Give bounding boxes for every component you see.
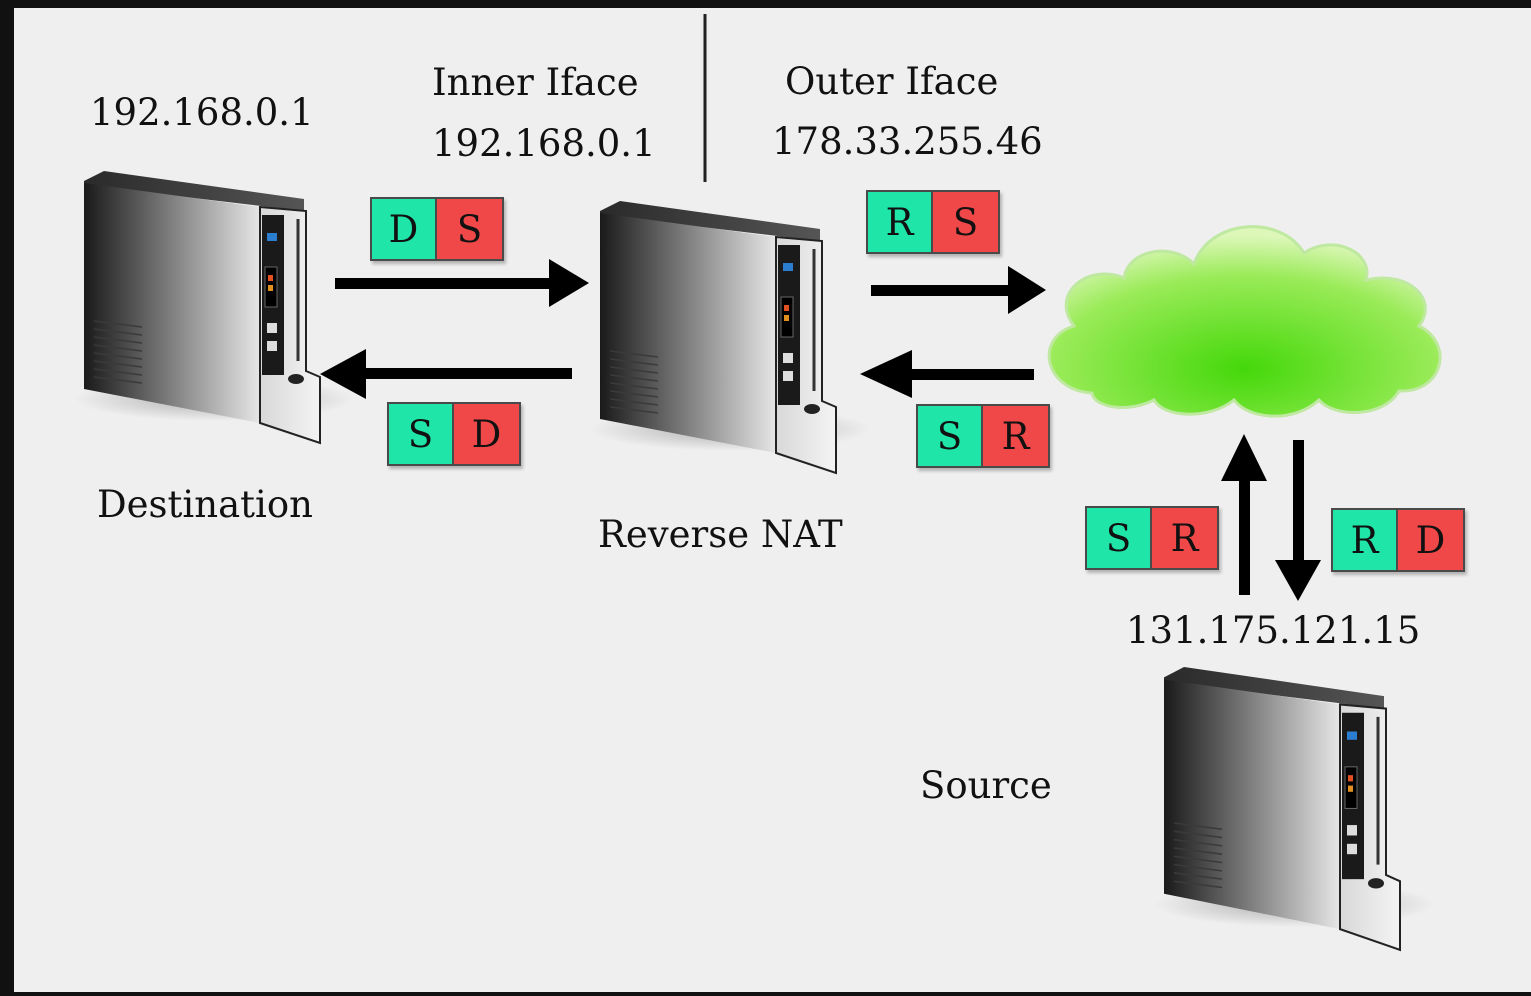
arrow-icon (320, 259, 1321, 601)
packet-payload-cell: D (454, 402, 521, 466)
server-icon (588, 199, 872, 475)
inner-iface-ip: 192.168.0.1 (432, 122, 656, 165)
server-icon (72, 169, 356, 445)
packet-nat-to-dest: S D (387, 402, 521, 466)
packet-header-cell: R (866, 190, 933, 254)
packet-source-to-cloud: S R (1085, 506, 1219, 570)
packet-payload-cell: R (1152, 506, 1219, 570)
packet-header-cell: S (387, 402, 454, 466)
packet-header-cell: S (1085, 506, 1152, 570)
server-icon (1152, 665, 1436, 952)
packet-nat-to-cloud: R S (866, 190, 1000, 254)
packet-payload-cell: S (933, 190, 1000, 254)
packet-cloud-to-nat: S R (916, 404, 1050, 468)
packet-payload-cell: D (1398, 508, 1465, 572)
destination-ip-label: 192.168.0.1 (90, 91, 314, 134)
source-ip-label: 131.175.121.15 (1126, 609, 1421, 652)
outer-iface-ip: 178.33.255.46 (772, 120, 1043, 163)
inner-iface-title: Inner Iface (432, 61, 639, 104)
packet-payload-cell: R (983, 404, 1050, 468)
packet-header-cell: R (1331, 508, 1398, 572)
source-label: Source (920, 764, 1052, 807)
packet-header-cell: D (370, 197, 437, 261)
destination-label: Destination (97, 483, 313, 526)
outer-iface-title: Outer Iface (785, 60, 999, 103)
reverse-nat-label: Reverse NAT (598, 513, 843, 556)
cloud-icon (1047, 225, 1442, 418)
packet-dest-to-nat: D S (370, 197, 504, 261)
packet-payload-cell: S (437, 197, 504, 261)
diagram-graphics (72, 14, 1442, 952)
packet-cloud-to-source: R D (1331, 508, 1465, 572)
diagram-canvas: 192.168.0.1 Destination Inner Iface 192.… (14, 8, 1531, 992)
packet-header-cell: S (916, 404, 983, 468)
